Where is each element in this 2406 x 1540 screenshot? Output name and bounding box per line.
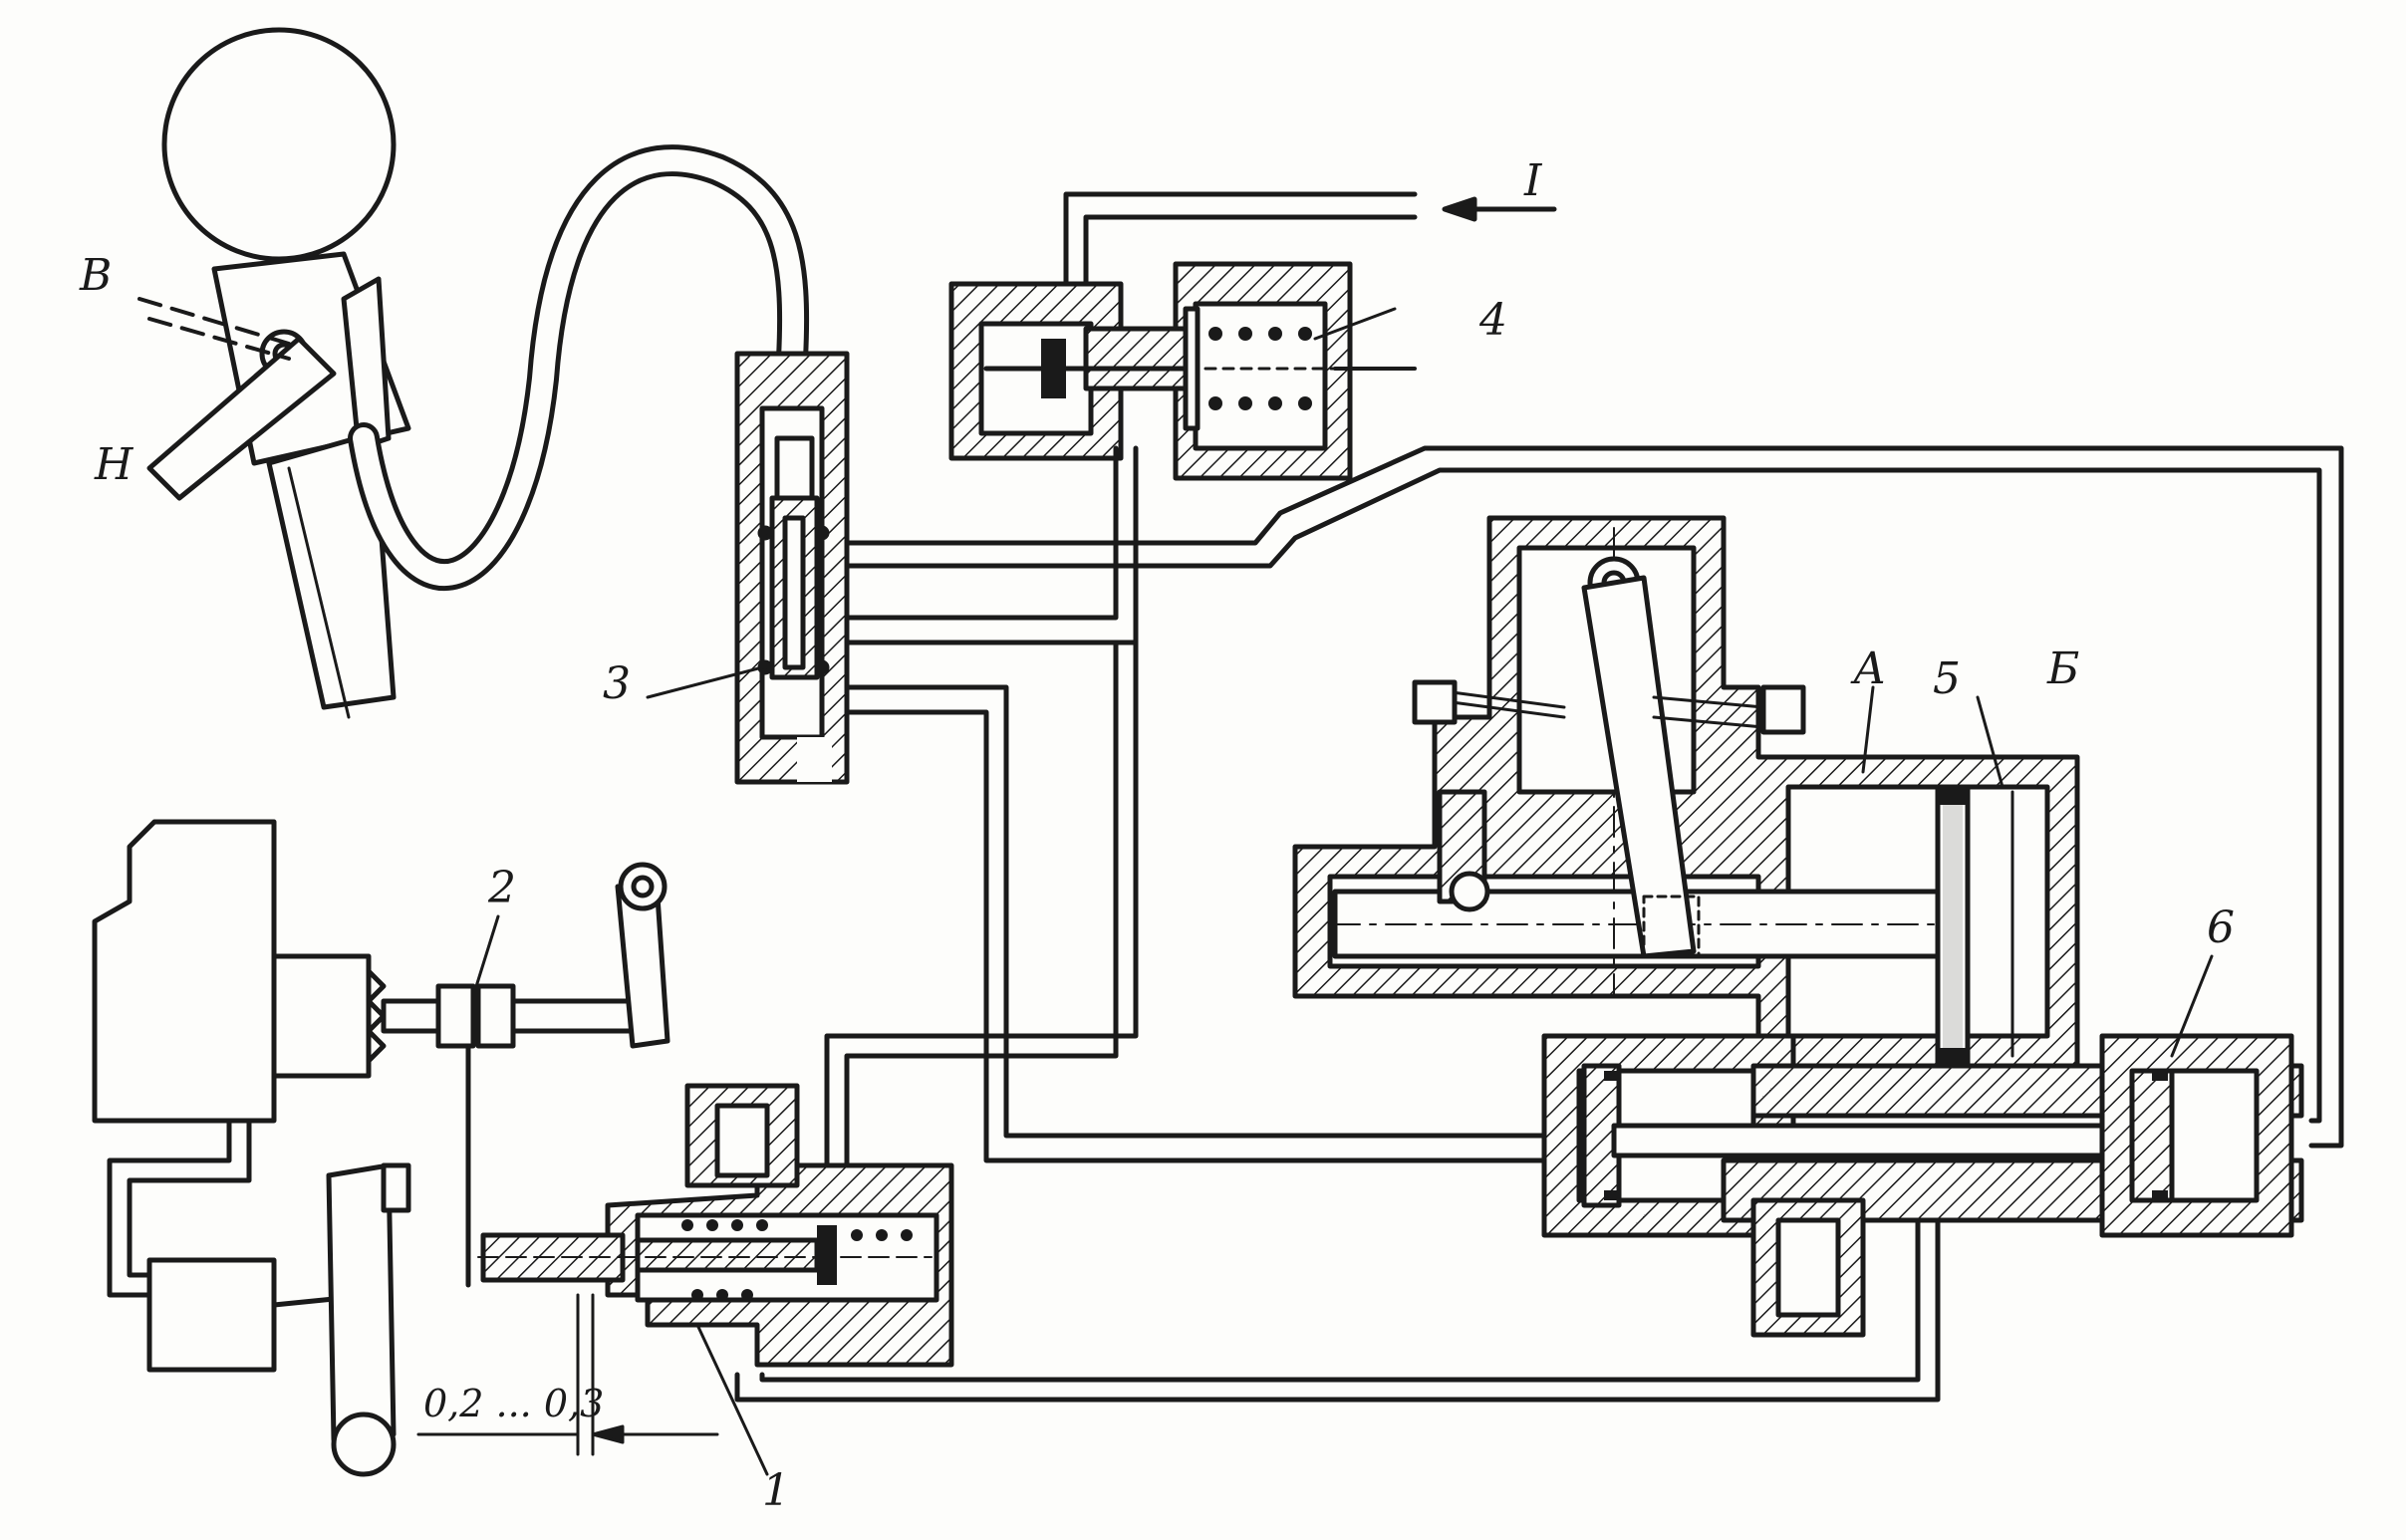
label-Bb: Б bbox=[2047, 643, 2080, 694]
valve-3 bbox=[734, 351, 850, 785]
label-2: 2 bbox=[488, 863, 516, 913]
valve-6 bbox=[1541, 1033, 2304, 1338]
label-I: I bbox=[1524, 155, 1542, 206]
label-6: 6 bbox=[2207, 902, 2235, 953]
label-gap: 0,2 ... 0,3 bbox=[423, 1382, 605, 1425]
arrow-I bbox=[1442, 196, 1557, 222]
supply-line bbox=[1063, 191, 1418, 287]
valve-1 bbox=[477, 1083, 954, 1368]
leader-lines bbox=[471, 307, 2214, 1476]
label-1: 1 bbox=[762, 1465, 790, 1516]
pedal-reservoir-assembly bbox=[137, 27, 411, 719]
label-4: 4 bbox=[1479, 295, 1507, 346]
pipe-network bbox=[734, 445, 2344, 1403]
gap-dimension bbox=[416, 1293, 719, 1456]
actuator-housing bbox=[1292, 515, 2080, 1069]
valve-4 bbox=[948, 261, 1417, 481]
label-3: 3 bbox=[603, 658, 631, 709]
mechanism-2 bbox=[92, 819, 670, 1477]
label-B: В bbox=[80, 250, 113, 301]
label-H: Н bbox=[95, 439, 134, 490]
label-5: 5 bbox=[1933, 653, 1961, 704]
label-A: А bbox=[1853, 643, 1887, 694]
